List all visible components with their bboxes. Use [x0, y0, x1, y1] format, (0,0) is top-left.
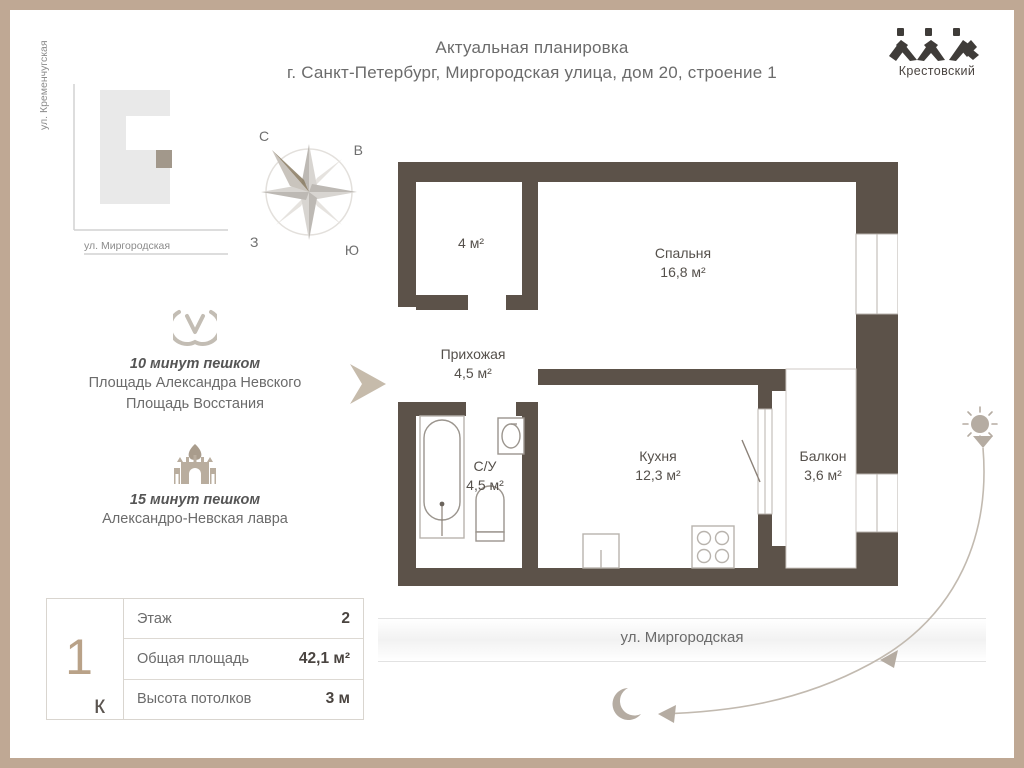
- info-value-total-area: 42,1 м²: [298, 649, 350, 667]
- info-row-total-area: Общая площадь 42,1 м²: [124, 639, 363, 680]
- poi-metro-place-1: Площадь Александра Невского: [88, 375, 302, 391]
- sun-icon: [962, 406, 998, 442]
- room-area-bedroom: 16,8 м²: [660, 264, 706, 280]
- floor-plan[interactable]: 4 м² Спальня 16,8 м² Прихожая 4,5 м² С/У…: [398, 162, 898, 586]
- building-outline-icon: [100, 90, 170, 204]
- compass-label-west: З: [250, 234, 259, 250]
- zhk-krestovsky-mark-icon: [889, 28, 979, 61]
- sun-path-curve: [659, 447, 985, 715]
- info-row-floor: Этаж 2: [124, 599, 363, 640]
- room-label-hallway: Прихожая 4,5 м²: [408, 345, 538, 383]
- location-map[interactable]: ул. Кременчугская ул. Миргородская: [38, 40, 242, 260]
- room-area-hallway: 4,5 м²: [454, 365, 492, 381]
- poi-lavra-time: 15 минут пешком: [129, 492, 261, 508]
- room-area-kitchen: 12,3 м²: [635, 467, 681, 483]
- room-label-kitchen: Кухня 12,3 м²: [588, 447, 728, 485]
- page-title: Актуальная планировка г. Санкт-Петербург…: [212, 38, 852, 83]
- rooms-badge: 1 к: [47, 599, 124, 719]
- moon-icon: [612, 688, 641, 720]
- kitchen-sink-icon: [582, 533, 620, 569]
- poi-lavra-place-1: Александро-Невская лавра: [102, 511, 288, 527]
- sun-path-arrow-start: [973, 436, 993, 448]
- entrance-arrow-icon: [350, 364, 386, 404]
- sun-path-arrow-mid: [880, 650, 898, 668]
- door-swing-balcony: [741, 439, 761, 483]
- info-label-floor: Этаж: [137, 610, 172, 627]
- compass-label-east: В: [353, 142, 363, 158]
- map-street-vertical: ул. Кременчугская: [38, 40, 50, 130]
- room-label-bedroom: Спальня 16,8 м²: [613, 244, 753, 282]
- washbasin-icon: [497, 417, 525, 455]
- room-name-hallway: Прихожая: [440, 346, 506, 362]
- compass-rose: С В З Ю: [246, 126, 372, 258]
- room-area-storage: 4 м²: [458, 235, 484, 251]
- room-label-balcony: Балкон 3,6 м²: [783, 447, 863, 485]
- lavra-cathedral-icon: [50, 442, 340, 486]
- room-name-bedroom: Спальня: [654, 245, 712, 261]
- compass-label-south: Ю: [344, 242, 359, 258]
- window-bedroom: [855, 233, 898, 315]
- poi-metro-time: 10 минут пешком: [129, 356, 261, 372]
- room-name-bathroom: С/У: [473, 458, 497, 474]
- floor-plan-graphic: [398, 162, 898, 586]
- unit-marker: [156, 150, 172, 168]
- street-band-label: ул. Миргородская: [620, 629, 744, 646]
- info-label-total-area: Общая площадь: [137, 650, 250, 667]
- toilet-icon: [475, 485, 505, 542]
- info-value-ceiling-height: 3 м: [325, 690, 350, 708]
- poi-lavra: 15 минут пешком Александро-Невская лавра: [50, 442, 340, 529]
- compass-label-north: С: [259, 128, 270, 144]
- room-area-bathroom: 4,5 м²: [466, 477, 504, 493]
- room-name-kitchen: Кухня: [639, 448, 677, 464]
- bathtub-icon: [419, 415, 465, 539]
- compass-rose-icon: [261, 144, 357, 240]
- poi-metro: 10 минут пешком Площадь Александра Невск…: [50, 306, 340, 414]
- room-area-balcony: 3,6 м²: [804, 467, 842, 483]
- info-label-ceiling-height: Высота потолков: [137, 691, 252, 708]
- metro-icon: [50, 306, 340, 350]
- map-graphic: [73, 84, 228, 255]
- stove-icon: [691, 525, 735, 569]
- brand-logo[interactable]: Крестовский: [878, 28, 996, 78]
- poi-metro-place-2: Площадь Восстания: [126, 396, 264, 412]
- info-value-floor: 2: [341, 609, 350, 627]
- window-balcony-left: [757, 408, 773, 515]
- logo-text: Крестовский: [898, 64, 976, 78]
- room-name-balcony: Балкон: [799, 448, 847, 464]
- sun-path-arrow-end: [658, 705, 676, 723]
- rooms-badge-suffix: к: [93, 691, 105, 719]
- room-label-storage: 4 м²: [416, 234, 526, 253]
- room-label-bathroom: С/У 4,5 м²: [444, 457, 526, 495]
- rooms-badge-number: 1: [65, 629, 93, 685]
- map-street-horizontal: ул. Миргородская: [84, 240, 171, 252]
- title-line-1: Актуальная планировка: [435, 38, 629, 57]
- floorplan-page: Актуальная планировка г. Санкт-Петербург…: [10, 10, 1014, 758]
- info-row-ceiling-height: Высота потолков 3 м: [124, 680, 363, 719]
- window-balcony-right: [855, 473, 898, 533]
- title-line-2: г. Санкт-Петербург, Миргородская улица, …: [287, 63, 777, 82]
- apartment-info-table: 1 к Этаж 2 Общая площадь 42,1 м² Высота …: [46, 598, 364, 720]
- sun-path-diagram: [612, 406, 998, 723]
